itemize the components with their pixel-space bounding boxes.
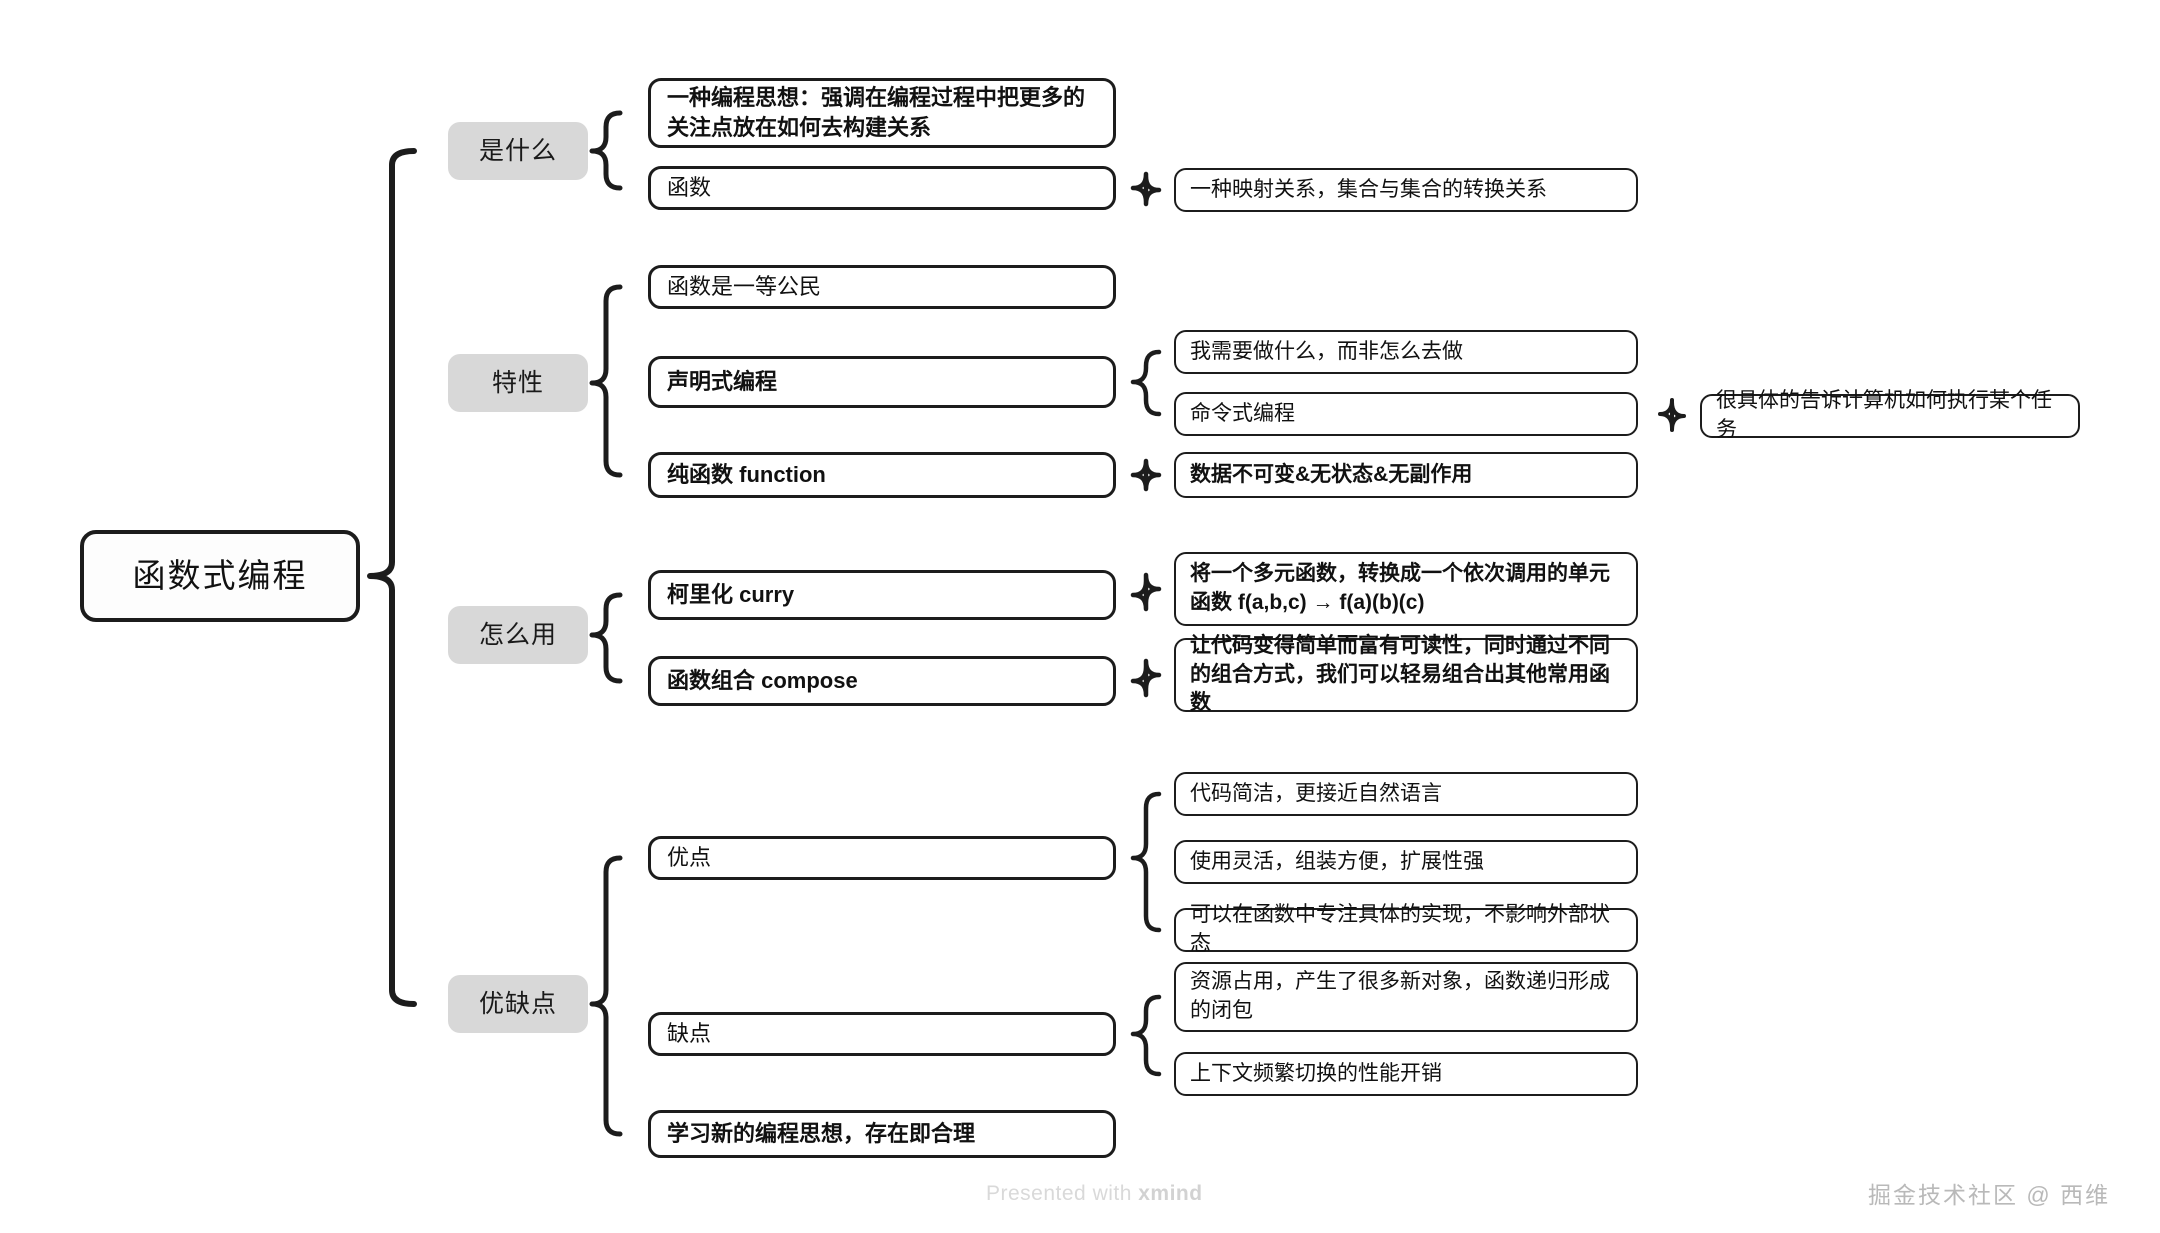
topic-label: 一种映射关系，集合与集合的转换关系 xyxy=(1190,177,1547,201)
topic-label: 使用灵活，组装方便，扩展性强 xyxy=(1190,849,1484,873)
topic-label: 函数 xyxy=(667,174,712,200)
topic-label: 资源占用，产生了很多新对象，函数递归形成的闭包 xyxy=(1190,970,1610,1022)
topic-label: 函数是一等公民 xyxy=(667,273,822,299)
topic-label: 上下文频繁切换的性能开销 xyxy=(1190,1061,1442,1085)
topic-node[interactable]: 让代码变得简单而富有可读性，同时通过不同的组合方式，我们可以轻易组合出其他常用函… xyxy=(1174,634,1638,714)
brace-connector xyxy=(589,110,623,191)
brace-connector xyxy=(1130,572,1162,612)
topic-label: 可以在函数中专注具体的实现，不影响外部状态 xyxy=(1190,903,1610,955)
branch-label: 优缺点 xyxy=(478,989,557,1018)
brace-connector xyxy=(367,148,417,1007)
topic-node[interactable]: 数据不可变&无状态&无副作用 xyxy=(1174,452,1638,498)
root-label: 函数式编程 xyxy=(132,557,308,595)
topic-node[interactable]: 很具体的告诉计算机如何执行某个任务 xyxy=(1700,389,2080,441)
topic-node[interactable]: 代码简洁，更接近自然语言 xyxy=(1174,772,1638,816)
topic-node[interactable]: 柯里化 curry xyxy=(648,570,1116,620)
topic-label: 数据不可变&无状态&无副作用 xyxy=(1190,462,1473,486)
topic-node[interactable]: 可以在函数中专注具体的实现，不影响外部状态 xyxy=(1174,903,1638,955)
topic-label: 纯函数 function xyxy=(667,461,826,487)
topic-label: 声明式编程 xyxy=(667,368,778,394)
topic-label: 一种编程思想：强调在编程过程中把更多的关注点放在如何去构建关系 xyxy=(667,84,1086,140)
topic-label: 将一个多元函数，转换成一个依次调用的单元函数 f(a,b,c) → f(a)(b… xyxy=(1190,562,1610,614)
branch-label: 特性 xyxy=(491,368,544,397)
xmind-watermark: Presented with xmind xyxy=(986,1182,1203,1206)
brace-connector xyxy=(1658,398,1686,432)
xmind-watermark-prefix: Presented with xyxy=(986,1182,1139,1205)
site-watermark-label: 掘金技术社区 @ 西维 xyxy=(1868,1182,2111,1208)
brace-connector xyxy=(1130,791,1162,933)
branch-node-features[interactable]: 特性 xyxy=(448,354,588,412)
topic-node[interactable]: 使用灵活，组装方便，扩展性强 xyxy=(1174,840,1638,884)
topic-node[interactable]: 一种编程思想：强调在编程过程中把更多的关注点放在如何去构建关系 xyxy=(648,78,1116,148)
topic-label: 让代码变得简单而富有可读性，同时通过不同的组合方式，我们可以轻易组合出其他常用函… xyxy=(1190,633,1610,715)
topic-node[interactable]: 学习新的编程思想，存在即合理 xyxy=(648,1110,1116,1158)
brace-connector xyxy=(1130,349,1162,417)
topic-label: 我需要做什么，而非怎么去做 xyxy=(1190,339,1463,363)
brace-connector xyxy=(589,592,623,684)
brace-connector xyxy=(589,284,623,478)
branch-node-what-is[interactable]: 是什么 xyxy=(448,122,588,180)
brace-connector xyxy=(1130,658,1162,698)
topic-node[interactable]: 函数是一等公民 xyxy=(648,265,1116,309)
brace-connector xyxy=(1130,994,1162,1077)
topic-node[interactable]: 命令式编程 xyxy=(1174,392,1638,436)
topic-label: 优点 xyxy=(667,844,712,870)
site-watermark: 掘金技术社区 @ 西维 xyxy=(1868,1176,2110,1210)
topic-node[interactable]: 将一个多元函数，转换成一个依次调用的单元函数 f(a,b,c) → f(a)(b… xyxy=(1174,552,1638,626)
topic-label: 函数组合 compose xyxy=(667,667,858,693)
topic-node[interactable]: 缺点 xyxy=(648,1012,1116,1056)
brace-connector xyxy=(589,855,623,1137)
brace-connector xyxy=(1130,458,1162,492)
topic-node[interactable]: 资源占用，产生了很多新对象，函数递归形成的闭包 xyxy=(1174,962,1638,1032)
xmind-brand: xmind xyxy=(1138,1182,1203,1205)
topic-node[interactable]: 上下文频繁切换的性能开销 xyxy=(1174,1052,1638,1096)
branch-node-how-to-use[interactable]: 怎么用 xyxy=(448,606,588,664)
topic-label: 代码简洁，更接近自然语言 xyxy=(1190,781,1442,805)
topic-node[interactable]: 函数组合 compose xyxy=(648,656,1116,706)
branch-label: 是什么 xyxy=(478,136,557,165)
root-node[interactable]: 函数式编程 xyxy=(80,530,360,622)
topic-label: 缺点 xyxy=(667,1020,712,1046)
branch-label: 怎么用 xyxy=(478,620,557,649)
topic-node[interactable]: 一种映射关系，集合与集合的转换关系 xyxy=(1174,168,1638,212)
topic-node[interactable]: 函数 xyxy=(648,166,1116,210)
branch-node-pros-cons[interactable]: 优缺点 xyxy=(448,975,588,1033)
topic-label: 命令式编程 xyxy=(1190,401,1295,425)
topic-node[interactable]: 优点 xyxy=(648,836,1116,880)
topic-label: 柯里化 curry xyxy=(667,581,795,607)
topic-node[interactable]: 纯函数 function xyxy=(648,452,1116,498)
topic-node[interactable]: 我需要做什么，而非怎么去做 xyxy=(1174,330,1638,374)
brace-connector xyxy=(1130,171,1162,207)
topic-label: 学习新的编程思想，存在即合理 xyxy=(667,1120,976,1146)
topic-label: 很具体的告诉计算机如何执行某个任务 xyxy=(1716,389,2052,441)
topic-node[interactable]: 声明式编程 xyxy=(648,356,1116,408)
